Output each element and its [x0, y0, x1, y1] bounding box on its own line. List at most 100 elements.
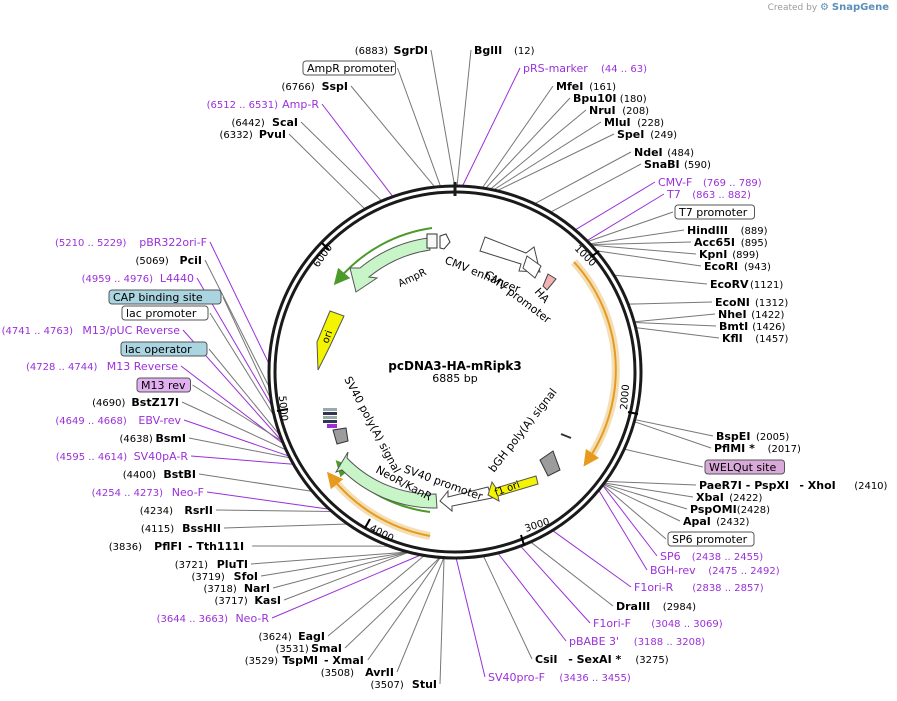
primer-site[interactable]: F1ori-F(3048 .. 3069)	[593, 617, 723, 630]
boxed-feature-label[interactable]: M13 rev	[136, 377, 191, 393]
enzyme-site[interactable]: BssHII(4115)	[141, 522, 221, 535]
primer-range: (3644 .. 3663)	[157, 614, 229, 625]
enzyme-site[interactable]: AvrII(3508)	[321, 666, 394, 679]
enzyme-site[interactable]: BmtI(1426)	[719, 320, 786, 333]
primer-site[interactable]: F1ori-R(2838 .. 2857)	[634, 581, 764, 594]
plasmid-size: 6885 bp	[432, 372, 477, 385]
boxed-feature-label[interactable]: CAP binding site	[108, 289, 222, 305]
enzyme-site[interactable]: SpeI(249)	[617, 128, 677, 141]
enzyme-site[interactable]: DraIII(2984)	[616, 600, 696, 613]
enzyme-site[interactable]: KpnI(899)	[699, 248, 759, 261]
enzyme-site[interactable]: EcoRV(1121)	[710, 278, 783, 291]
enzyme-site[interactable]: SnaBI(590)	[644, 158, 711, 171]
enzyme-site[interactable]: KasI(3717)	[215, 594, 281, 607]
enzyme-site[interactable]: XbaI(2422)	[696, 491, 763, 504]
enzyme-site[interactable]: PaeR7I- PspXI- XhoI(2410)	[699, 479, 888, 492]
primer-site[interactable]: CMV-F(769 .. 789)	[658, 176, 762, 189]
boxed-feature-label[interactable]: lac promoter	[121, 305, 209, 321]
enzyme-site[interactable]: EcoNI(1312)	[715, 296, 788, 309]
feature-sv40-promoter	[439, 486, 493, 513]
primer-site[interactable]: M13 Reverse(4728 .. 4744)	[26, 360, 178, 373]
enzyme-name: BmtI	[719, 320, 748, 333]
primer-site[interactable]: pRS-marker(44 .. 63)	[523, 62, 647, 75]
enzyme-site[interactable]: NheI(1422)	[718, 308, 785, 321]
enzyme-site[interactable]: ScaI(6442)	[232, 116, 298, 129]
enzyme-site[interactable]: PvuI(6332)	[220, 128, 286, 141]
primer-range: (2475 .. 2492)	[708, 566, 780, 577]
enzyme-name: DraIII	[616, 600, 650, 613]
enzyme-site[interactable]: NarI(3718)	[204, 582, 270, 595]
enzyme-site[interactable]: CsiI- SexAI *(3275)	[535, 653, 669, 666]
primer-site[interactable]: EBV-rev(4649 .. 4668)	[55, 414, 181, 427]
enzyme-position: (6883)	[355, 46, 388, 57]
enzyme-position: (3507)	[371, 680, 404, 691]
enzyme-site[interactable]: ApaI(2432)	[683, 515, 750, 528]
primer-range: (2438 .. 2455)	[692, 552, 764, 563]
boxed-feature-label[interactable]: lac operator	[120, 341, 208, 357]
enzyme-site[interactable]: Bpu10I(180)	[573, 92, 647, 105]
enzyme-site[interactable]: MluI(228)	[604, 116, 664, 129]
enzyme-position: (4690)	[92, 398, 125, 409]
enzyme-position: (3508)	[321, 668, 354, 679]
primer-site[interactable]: Amp-R(6512 .. 6531)	[207, 98, 320, 111]
enzyme-site[interactable]: SspI(6766)	[282, 80, 348, 93]
enzyme-site[interactable]: PciI(5069)	[136, 254, 202, 267]
primer-site[interactable]: pBABE 3'(3188 .. 3208)	[569, 635, 705, 648]
primer-name: F1ori-R	[634, 581, 674, 594]
enzyme-site[interactable]: PluTI(3721)	[175, 558, 248, 571]
boxed-feature-label[interactable]: WELQut site	[704, 459, 785, 475]
primer-site[interactable]: pBR322ori-F(5210 .. 5229)	[55, 236, 207, 249]
enzyme-name: RsrII	[184, 504, 213, 517]
primer-range: (769 .. 789)	[703, 178, 762, 189]
primer-site[interactable]: Neo-F (4254 .. 4273)	[92, 486, 204, 499]
enzyme-site[interactable]: NruI(208)	[589, 104, 649, 117]
enzyme-site[interactable]: EagI(3624)	[259, 630, 325, 643]
enzyme-position: (2432)	[716, 517, 749, 528]
primer-site[interactable]: L4440(4959 .. 4976)	[82, 272, 194, 285]
boxed-feature-label[interactable]: AmpR promoter	[302, 60, 396, 76]
enzyme-site[interactable]: PspOMI(2428)	[690, 503, 770, 516]
enzyme-site[interactable]: BspEI(2005)	[716, 430, 789, 443]
enzyme-site[interactable]: SgrDI(6883)	[355, 44, 428, 57]
primer-site[interactable]: SP6(2438 .. 2455)	[660, 550, 763, 563]
sv40-polya-block	[323, 408, 349, 445]
enzyme-site[interactable]: BstZ17I(4690)	[92, 396, 179, 409]
enzyme-site[interactable]: PflMI *(2017)	[714, 442, 801, 455]
enzyme-site[interactable]: HindIII(889)	[687, 224, 768, 237]
primer-range: (6512 .. 6531)	[207, 100, 279, 111]
primer-site[interactable]: SV40pro-F(3436 .. 3455)	[488, 671, 631, 684]
primer-range: (4254 .. 4273)	[92, 488, 164, 499]
enzyme-site[interactable]: SmaI(3531)	[276, 642, 342, 655]
enzyme-site[interactable]: RsrII(4234)	[140, 504, 213, 517]
boxed-feature-label[interactable]: T7 promoter	[674, 204, 755, 220]
label-text: SP6 promoter	[672, 533, 748, 546]
enzyme-position: (895)	[741, 238, 768, 249]
primer-site[interactable]: T7(863 .. 882)	[666, 188, 751, 201]
enzyme-position: (6442)	[232, 118, 265, 129]
enzyme-site[interactable]: NdeI(484)	[634, 146, 694, 159]
primer-name: Neo-F	[172, 486, 204, 499]
primer-name: Neo-R	[235, 612, 269, 625]
enzyme-name: NarI	[244, 582, 270, 595]
enzyme-site[interactable]: BglII(12)	[474, 44, 535, 57]
enzyme-site[interactable]: EcoRI(943)	[704, 260, 771, 273]
enzyme-site[interactable]: MfeI(161)	[556, 80, 616, 93]
enzyme-site[interactable]: Acc65I(895)	[694, 236, 768, 249]
boxed-feature-label[interactable]: SP6 promoter	[667, 531, 755, 547]
tick-2000: 2000	[619, 384, 632, 410]
enzyme-site[interactable]: BstBI(4400)	[123, 468, 196, 481]
enzyme-site[interactable]: KflI(1457)	[722, 332, 789, 345]
primer-site[interactable]: M13/pUC Reverse(4741 .. 4763)	[2, 324, 181, 337]
primer-name: BGH-rev	[650, 564, 696, 577]
enzyme-position: (6332)	[220, 130, 253, 141]
enzyme-site[interactable]: StuI(3507)	[371, 678, 437, 691]
primer-site[interactable]: BGH-rev (2475 .. 2492)	[650, 564, 780, 577]
label-box	[120, 341, 208, 357]
primer-site[interactable]: Neo-R (3644 .. 3663)	[157, 612, 270, 625]
enzyme-position: (1121)	[750, 280, 783, 291]
enzyme-site[interactable]: BsmI(4638)	[120, 432, 186, 445]
primer-site[interactable]: SV40pA-R(4595 .. 4614)	[56, 450, 189, 463]
enzyme-site[interactable]: SfoI(3719)	[192, 570, 258, 583]
